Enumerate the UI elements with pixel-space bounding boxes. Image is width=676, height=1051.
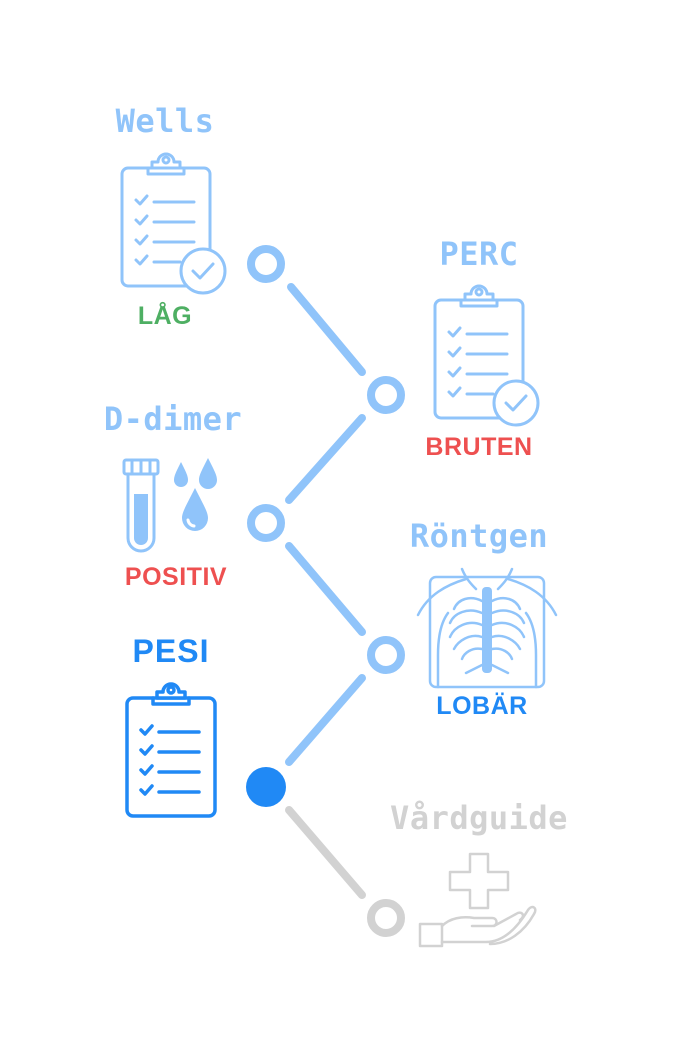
connector-wells-perc xyxy=(287,283,366,376)
node-perc[interactable] xyxy=(367,376,405,414)
blood-test-tube-icon xyxy=(122,458,217,553)
chest-xray-icon xyxy=(416,567,558,689)
step-result-perc: BRUTEN xyxy=(425,433,533,461)
step-title-rontgen: Röntgen xyxy=(409,517,549,555)
step-title-pesi: PESI xyxy=(132,633,210,669)
step-title-perc: PERC xyxy=(439,235,519,273)
step-result-rontgen: LOBÄR xyxy=(436,692,528,720)
step-result-ddimer: POSITIV xyxy=(124,563,228,591)
clipboard-check-icon xyxy=(120,152,227,295)
step-title-vardguide: Vårdguide xyxy=(390,799,568,837)
care-hand-icon xyxy=(418,852,537,948)
step-result-wells: LÅG xyxy=(137,302,193,330)
node-pesi[interactable] xyxy=(246,767,286,807)
connector-rontgen-pesi xyxy=(285,674,366,766)
clipboard-icon xyxy=(125,682,217,818)
step-title-ddimer: D-dimer xyxy=(103,400,243,438)
connector-pesi-vardguide xyxy=(285,806,366,899)
node-rontgen[interactable] xyxy=(367,636,405,674)
node-ddimer[interactable] xyxy=(247,504,285,542)
clipboard-check-icon xyxy=(433,284,540,427)
step-title-wells: Wells xyxy=(115,102,215,140)
timeline-connectors xyxy=(285,283,366,899)
connector-perc-ddimer xyxy=(285,414,366,504)
node-vardguide[interactable] xyxy=(367,899,405,937)
node-wells[interactable] xyxy=(247,245,285,283)
connector-ddimer-rontgen xyxy=(285,542,366,636)
